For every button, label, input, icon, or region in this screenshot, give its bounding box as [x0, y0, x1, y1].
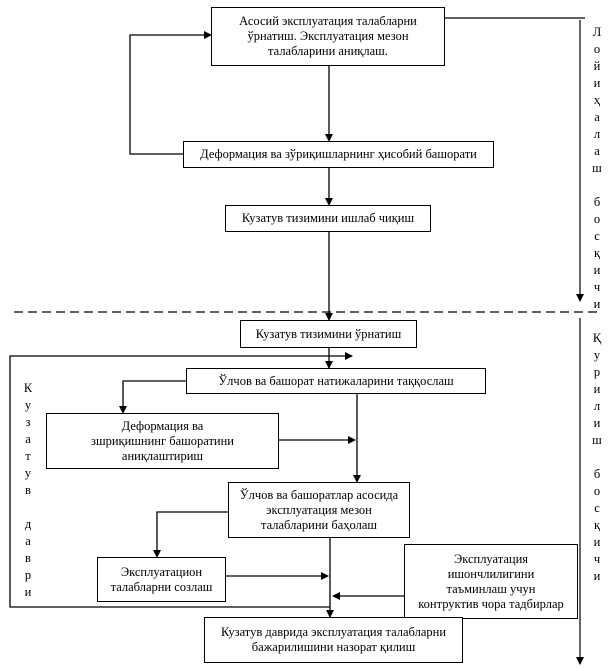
construction-label-letter: и — [593, 416, 601, 430]
loop-b2-b1 — [129, 31, 212, 155]
construction-label-letter: л — [593, 399, 601, 413]
observation-label-letter: и — [24, 585, 32, 599]
box-main-requirements: Асосий эксплуатация талабларни ўрнатиш. … — [211, 7, 445, 66]
box-compare-results: Ўлчов ва башорат натижаларини таққослаш — [186, 368, 486, 394]
design-label-letter: и — [593, 76, 601, 90]
design-label-letter: қ — [593, 246, 601, 260]
observation-label-letter — [26, 499, 29, 516]
box-structural-measures: Эксплуатация ишончлилигини таъминлаш учу… — [404, 544, 578, 619]
design-label-letter: с — [594, 229, 600, 243]
observation-label-letter: а — [25, 432, 31, 446]
design-label-letter: и — [593, 263, 601, 277]
construction-label-letter: ч — [593, 552, 601, 566]
construction-label-letter: Қ — [592, 331, 602, 345]
observation-label-letter: у — [24, 466, 32, 480]
construction-label-letter: с — [594, 501, 600, 515]
construction-label-letter: р — [593, 365, 601, 379]
observation-label-letter: в — [25, 483, 31, 497]
design-label-letter: ч — [593, 280, 601, 294]
construction-label-letter: и — [593, 535, 601, 549]
arrow-b5-b6 — [119, 380, 186, 414]
design-label-letter: й — [593, 59, 601, 73]
box-evaluate-criteria: Ўлчов ва башоратлар асосида эксплуатация… — [228, 482, 410, 538]
observation-label-letter: з — [25, 415, 31, 429]
construction-label-letter — [595, 449, 598, 466]
box-deformation-forecast: Деформация ва зўриқишларнинг ҳисобий баш… — [183, 141, 494, 168]
observation-label-letter: а — [25, 534, 31, 548]
loop-observation — [9, 352, 353, 608]
construction-label-letter: б — [593, 467, 601, 481]
observation-label-letter: т — [25, 449, 31, 463]
design-label-letter: л — [593, 127, 601, 141]
design-label-letter: б — [593, 195, 601, 209]
observation-label-letter: у — [24, 398, 32, 412]
design-label-letter: Л — [592, 25, 602, 39]
observation-label-letter: д — [24, 517, 32, 531]
construction-label-letter: и — [593, 569, 601, 583]
design-label-letter: ҳ — [593, 93, 601, 107]
arrow-b7-b8 — [153, 511, 228, 558]
construction-label-letter: ш — [592, 433, 602, 447]
observation-label-letter: в — [25, 551, 31, 565]
observation-label-letter: р — [24, 568, 32, 582]
construction-label-letter: и — [593, 382, 601, 396]
box-adjust-requirements: Эксплуатацион талабларни созлаш — [97, 557, 226, 602]
design-label-letter: о — [593, 42, 601, 56]
box-refine-forecast: Деформация ва зшриқишнинг башоратини ани… — [46, 413, 279, 469]
design-label-letter — [595, 177, 598, 194]
design-label-letter: а — [594, 144, 600, 158]
observation-label-letter: К — [23, 381, 33, 395]
box-install-monitoring: Кузатув тизимини ўрнатиш — [240, 320, 417, 348]
construction-label-letter: о — [593, 484, 601, 498]
construction-label-letter: қ — [593, 518, 601, 532]
design-label-letter: о — [593, 212, 601, 226]
design-label-letter: и — [593, 297, 601, 311]
design-label-letter: а — [594, 110, 600, 124]
box-develop-monitoring: Кузатув тизимини ишлаб чиқиш — [225, 205, 431, 232]
box-control-requirements: Кузатув даврида эксплуатация талабларни … — [204, 617, 463, 663]
design-label-letter: ш — [592, 161, 602, 175]
construction-label-letter: у — [593, 348, 601, 362]
